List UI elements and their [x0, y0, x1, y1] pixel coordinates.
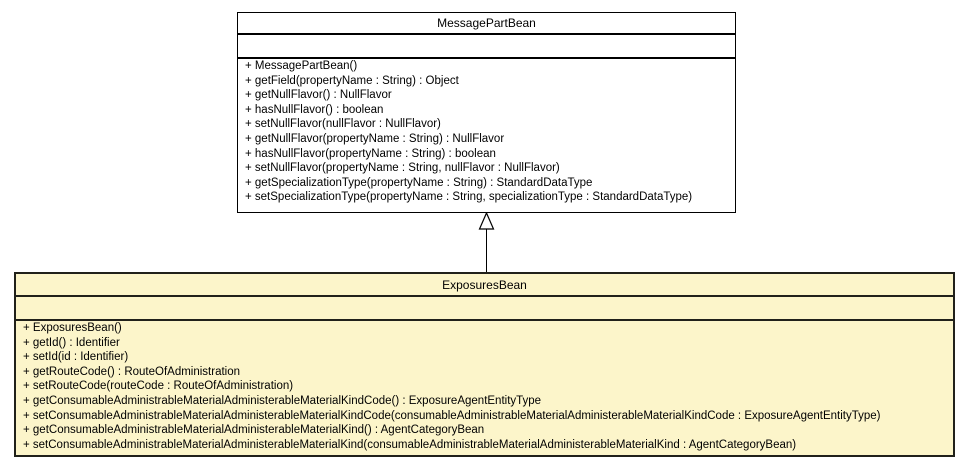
method-item: + ExposuresBean() [23, 322, 122, 334]
method-item: + getField(propertyName : String) : Obje… [245, 74, 459, 87]
method-item: + setId(id : Identifier) [23, 351, 129, 364]
method-item: + setNullFlavor(propertyName : String, n… [245, 162, 560, 175]
method-item: + getNullFlavor(propertyName : String) :… [245, 132, 505, 145]
class-name-exposuresbean: ExposuresBean [16, 274, 953, 297]
class-box-messagepartbean: MessagePartBean + MessagePartBean() + ge… [237, 12, 736, 213]
class-box-exposuresbean: ExposuresBean + ExposuresBean() + getId(… [14, 272, 955, 457]
attributes-compartment-exposuresbean [16, 297, 953, 321]
generalization-arrow-icon [478, 212, 495, 273]
method-item: + getNullFlavor() : NullFlavor [245, 89, 392, 102]
methods-compartment-exposuresbean: + ExposuresBean() + getId() : Identifier… [16, 321, 953, 455]
method-item: + getRouteCode() : RouteOfAdministration [23, 365, 241, 378]
method-item: + setConsumableAdministrableMaterialAdmi… [23, 409, 881, 422]
attributes-compartment-messagepartbean [238, 35, 735, 59]
method-item: + getConsumableAdministrableMaterialAdmi… [23, 394, 542, 407]
method-item: + MessagePartBean() [245, 60, 358, 72]
method-item: + hasNullFlavor(propertyName : String) :… [245, 147, 496, 160]
method-item: + hasNullFlavor() : boolean [245, 103, 384, 116]
method-item: + setRouteCode(routeCode : RouteOfAdmini… [23, 380, 294, 393]
method-item: + getConsumableAdministrableMaterialAdmi… [23, 424, 485, 437]
methods-compartment-messagepartbean: + MessagePartBean() + getField(propertyN… [238, 59, 735, 212]
method-item: + getId() : Identifier [23, 336, 120, 349]
method-item: + getSpecializationType(propertyName : S… [245, 176, 593, 189]
method-item: + setSpecializationType(propertyName : S… [245, 191, 693, 204]
class-name-messagepartbean: MessagePartBean [238, 13, 735, 35]
method-item: + setNullFlavor(nullFlavor : NullFlavor) [245, 118, 441, 131]
method-item: + setConsumableAdministrableMaterialAdmi… [23, 438, 797, 451]
